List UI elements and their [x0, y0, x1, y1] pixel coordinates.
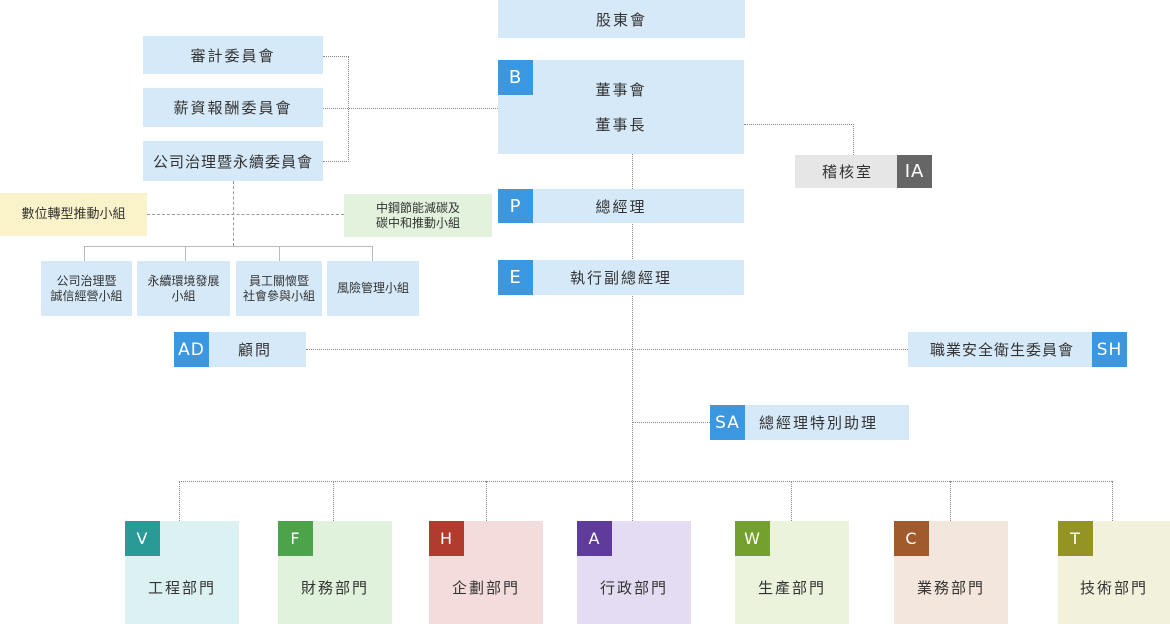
- task-group-connector: [147, 214, 344, 215]
- dept-production[interactable]: W 生產部門: [735, 521, 849, 624]
- subgroup-2-line1: 永續環境發展: [147, 273, 220, 288]
- dept-drop-7: [1112, 481, 1113, 521]
- evp-label: 執行副總經理: [569, 269, 672, 287]
- safety-tag: SH: [1092, 332, 1127, 367]
- subgroup-risk[interactable]: 風險管理小組: [327, 261, 419, 316]
- committee-label-3: 公司治理暨永續委員會: [152, 152, 313, 171]
- board-label: 董事會: [595, 81, 647, 99]
- department-bar: [179, 481, 1112, 482]
- subgroup-3-line2: 社會參與小組: [242, 288, 315, 303]
- dept-drop-5: [791, 481, 792, 521]
- committee-label-1: 審計委員會: [190, 46, 276, 65]
- committee-connector-3: [323, 161, 349, 162]
- subgroup-drop-1: [84, 246, 85, 261]
- dept-administration-label: 行政部門: [599, 579, 668, 597]
- carbon-group-node[interactable]: 中鋼節能減碳及 碳中和推動小組: [344, 194, 492, 237]
- board-node[interactable]: 董事會 董事長: [498, 60, 744, 154]
- subgroup-drop-2: [185, 246, 186, 261]
- subgroup-employee[interactable]: 員工關懷暨 社會參與小組: [236, 261, 322, 316]
- committee-bracket: [348, 56, 349, 162]
- audit-connector-v: [853, 124, 854, 155]
- main-spine: [632, 154, 633, 521]
- subgroup-4-line1: 風險管理小組: [336, 281, 409, 295]
- safety-committee-node[interactable]: 職業安全衛生委員會: [908, 332, 1127, 367]
- advisor-tag: AD: [174, 332, 209, 367]
- committee-audit[interactable]: 審計委員會: [143, 36, 323, 74]
- evp-node[interactable]: 執行副總經理: [498, 260, 744, 295]
- dept-administration-tag: A: [577, 521, 612, 556]
- dept-drop-2: [333, 481, 334, 521]
- audit-connector-h: [744, 124, 854, 125]
- evp-tag: E: [498, 260, 533, 295]
- chairman-label: 董事長: [595, 116, 647, 134]
- digital-group-label: 數位轉型推動小組: [21, 207, 126, 222]
- shareholders-node[interactable]: 股東會: [498, 0, 745, 38]
- dept-planning-label: 企劃部門: [451, 579, 520, 597]
- subgroup-drop-3: [279, 246, 280, 261]
- audit-office-label: 稽核室: [822, 163, 874, 181]
- audit-tag: IA: [897, 155, 932, 188]
- dept-engineering[interactable]: V 工程部門: [125, 521, 239, 624]
- president-node[interactable]: 總經理: [498, 189, 744, 223]
- dept-technology[interactable]: T 技術部門: [1058, 521, 1170, 624]
- special-assistant-label: 總經理特別助理: [759, 414, 879, 432]
- subgroup-3-line1: 員工關懷暨: [248, 273, 309, 288]
- safety-committee-label: 職業安全衛生委員會: [930, 341, 1075, 359]
- committee-to-board: [323, 108, 498, 109]
- digital-group-node[interactable]: 數位轉型推動小組: [0, 193, 147, 236]
- dept-finance[interactable]: F 財務部門: [278, 521, 392, 624]
- advisor-label: 顧問: [238, 341, 273, 359]
- dept-planning[interactable]: H 企劃部門: [429, 521, 543, 624]
- committee-governance[interactable]: 公司治理暨永續委員會: [143, 141, 323, 181]
- advisor-safety-connector: [306, 349, 908, 350]
- dept-finance-label: 財務部門: [300, 579, 369, 597]
- president-label: 總經理: [595, 197, 647, 216]
- dept-technology-tag: T: [1058, 521, 1093, 556]
- dept-sales-label: 業務部門: [916, 579, 985, 597]
- dept-sales[interactable]: C 業務部門: [894, 521, 1008, 624]
- subgroup-2-line2: 小組: [171, 288, 196, 303]
- subgroup-drop-4: [372, 246, 373, 261]
- dept-engineering-label: 工程部門: [147, 579, 216, 597]
- special-assistant-tag: SA: [710, 405, 745, 440]
- board-tag: B: [498, 60, 533, 95]
- dept-finance-tag: F: [278, 521, 313, 556]
- subgroup-environment[interactable]: 永續環境發展 小組: [137, 261, 230, 316]
- dept-administration[interactable]: A 行政部門: [577, 521, 691, 624]
- shareholders-label: 股東會: [595, 10, 647, 29]
- committee-connector-1: [323, 56, 349, 57]
- dept-drop-3: [486, 481, 487, 521]
- carbon-group-line1: 中鋼節能減碳及: [375, 200, 460, 215]
- committee-label-2: 薪資報酬委員會: [173, 99, 293, 117]
- dept-drop-1: [179, 481, 180, 521]
- subgroup-1-line1: 公司治理暨: [56, 273, 117, 288]
- president-tag: P: [498, 189, 533, 223]
- dept-technology-label: 技術部門: [1079, 579, 1148, 597]
- subgroup-1-line2: 誠信經營小組: [50, 288, 123, 303]
- dept-planning-tag: H: [429, 521, 464, 556]
- subgroup-bar: [84, 246, 373, 247]
- dept-production-tag: W: [735, 521, 770, 556]
- committee-compensation[interactable]: 薪資報酬委員會: [143, 88, 323, 127]
- dept-production-label: 生產部門: [757, 579, 826, 597]
- dept-sales-tag: C: [894, 521, 929, 556]
- special-assistant-connector: [632, 422, 710, 423]
- dept-drop-6: [950, 481, 951, 521]
- dept-engineering-tag: V: [125, 521, 160, 556]
- subgroup-integrity[interactable]: 公司治理暨 誠信經營小組: [41, 261, 132, 316]
- governance-drop: [233, 181, 234, 246]
- carbon-group-line2: 碳中和推動小組: [375, 215, 460, 230]
